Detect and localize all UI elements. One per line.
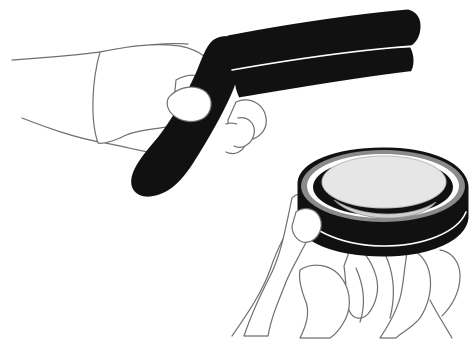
right-hand-front-palm [299,265,349,338]
right-finger-crease-2 [384,252,393,318]
right-finger-tip-left [292,209,321,243]
base-face [322,156,446,208]
base [298,148,468,256]
right-finger-2 [440,250,460,316]
lid [227,10,420,98]
left-thumb [167,87,211,121]
